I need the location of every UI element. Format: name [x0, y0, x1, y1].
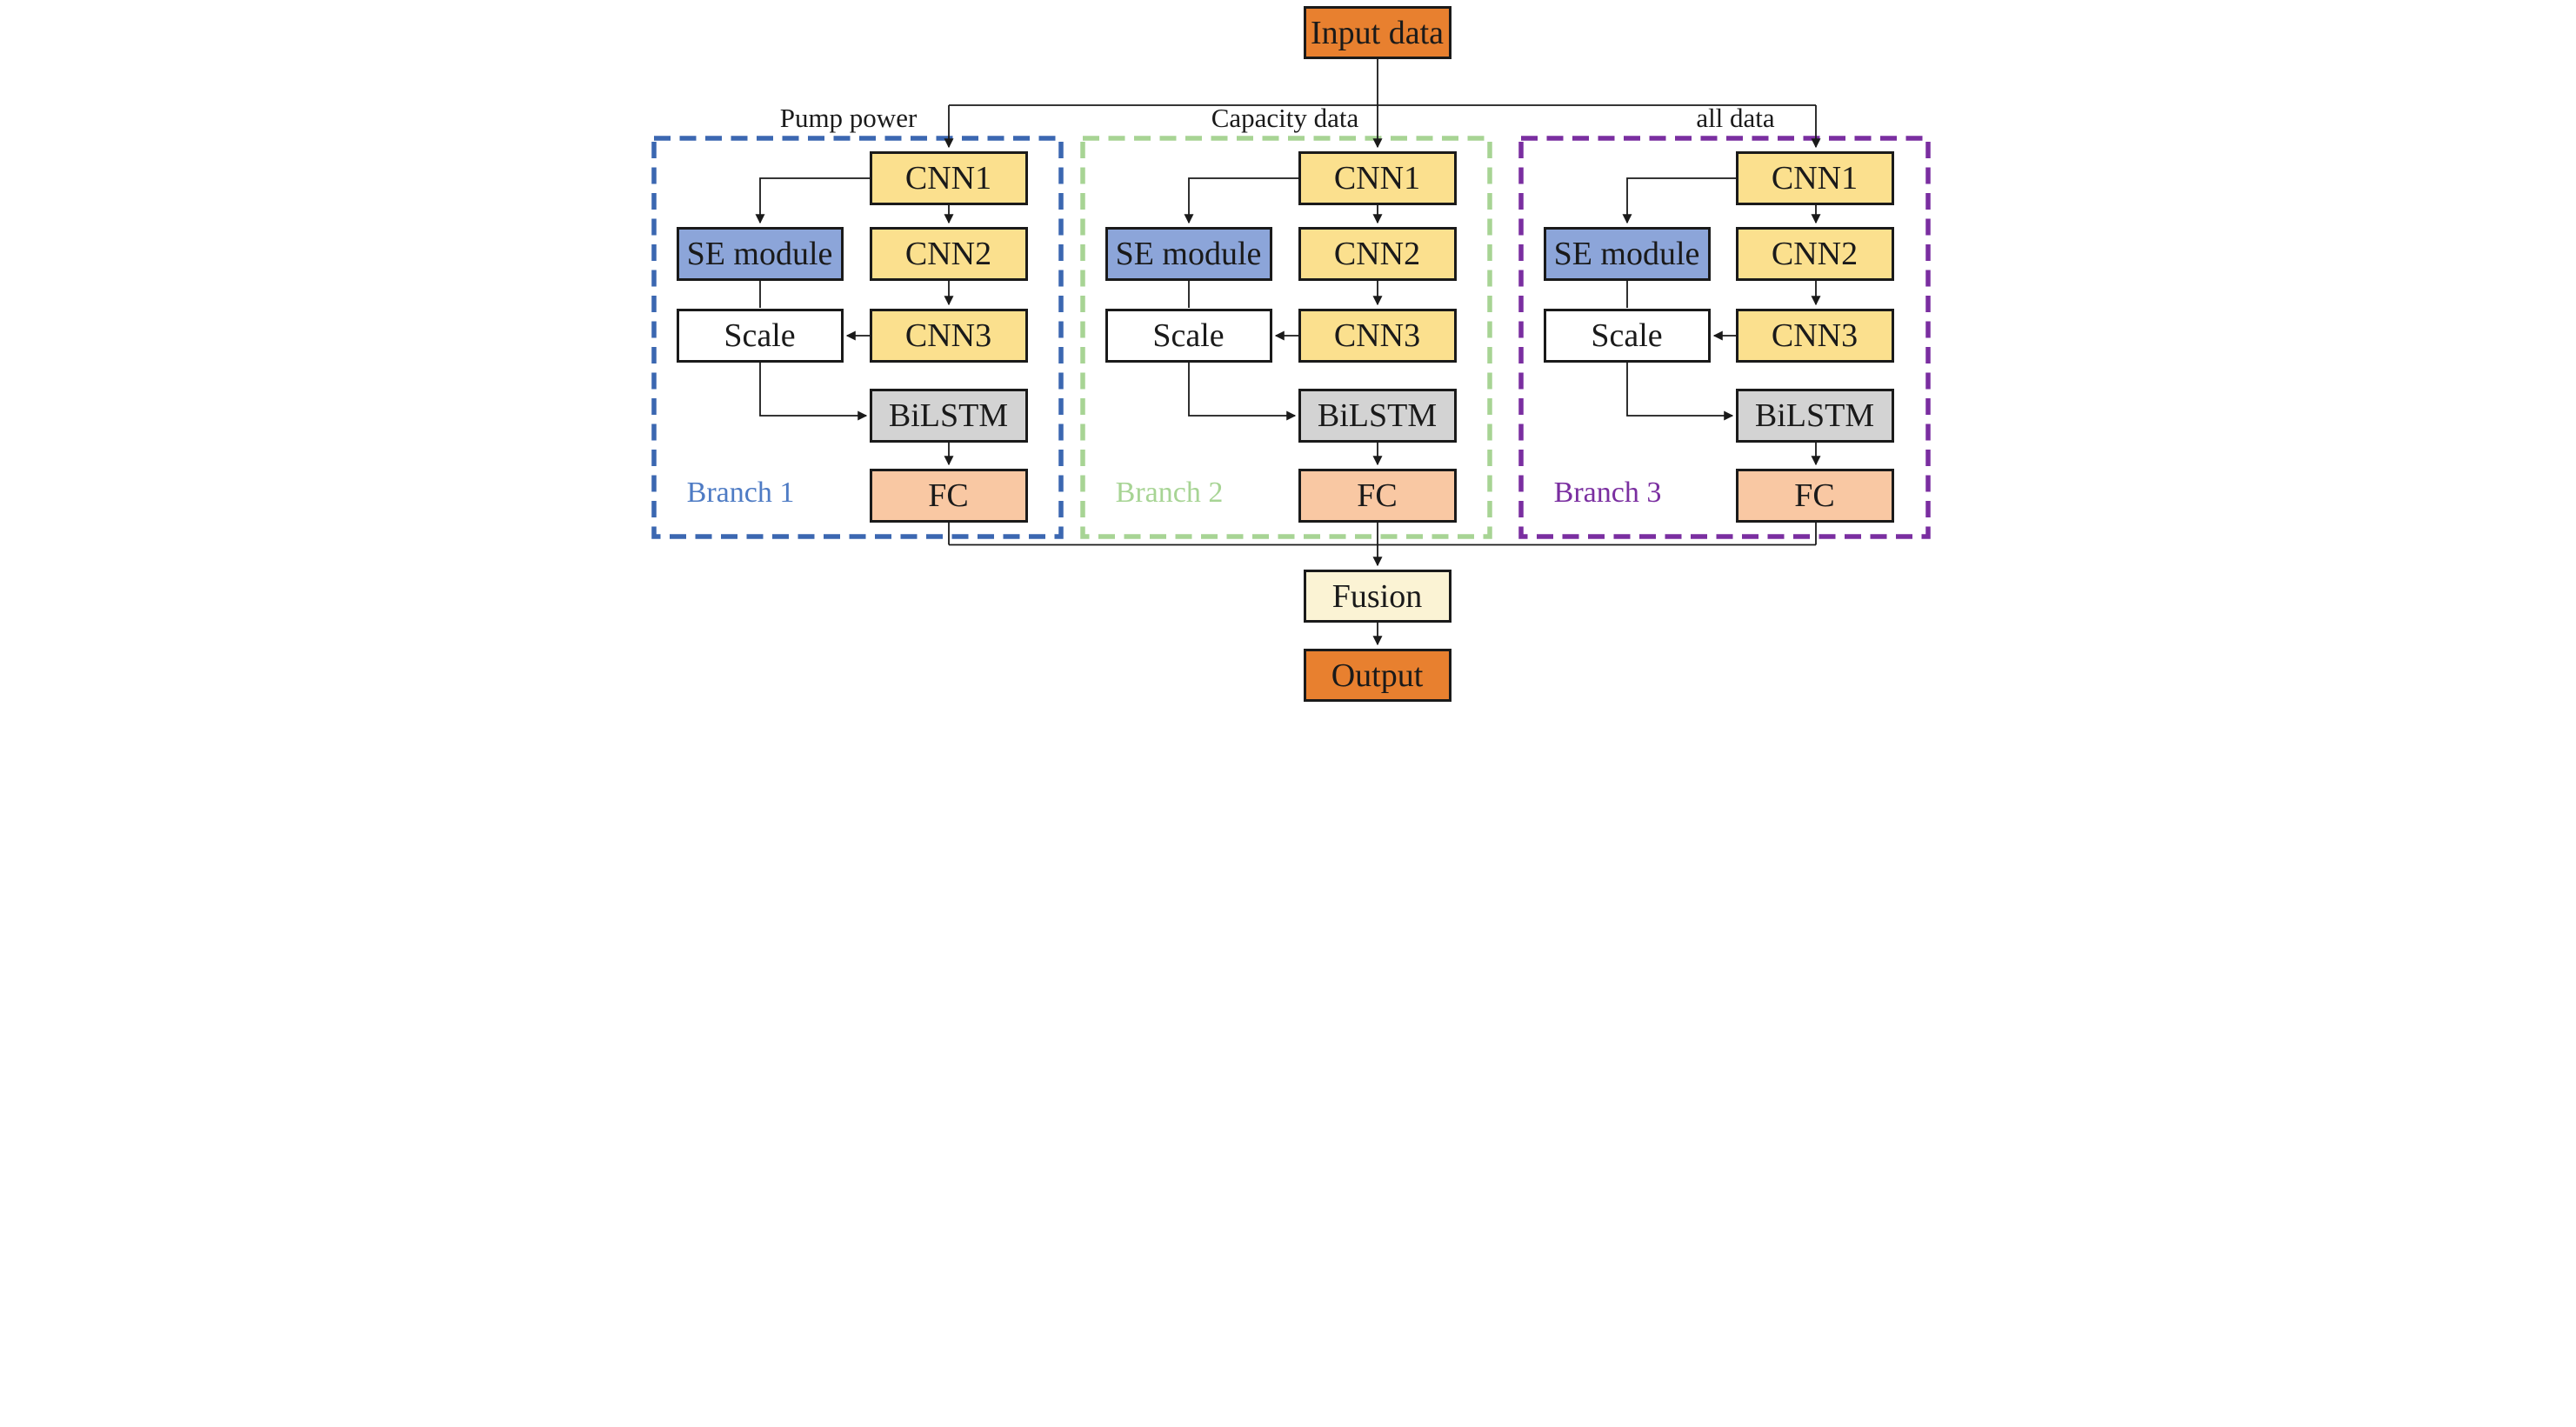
branch-3-source-label: all data: [1696, 103, 1775, 133]
branch2-cnn1-se-arrow: [1184, 177, 1298, 224]
branch3-scale-bilstm-arrow: [1625, 363, 1733, 421]
branch-1-cnn1-node: CNN1: [869, 151, 1028, 205]
branch-3-cnn1-node: CNN1: [1735, 151, 1894, 205]
branch-1-label: Branch 1: [686, 477, 795, 509]
branch-2-fc-node: FC: [1298, 469, 1457, 523]
branch-2-cnn2-node: CNN2: [1298, 227, 1457, 281]
branch-3-scale-node: Scale: [1543, 309, 1711, 363]
fusion-node: Fusion: [1303, 570, 1452, 623]
branch-1-fc-node: FC: [869, 469, 1028, 523]
branch-2-label: Branch 2: [1115, 477, 1224, 509]
branch-2-scale-node: Scale: [1104, 309, 1272, 363]
branch-1-source-label: Pump power: [779, 103, 918, 133]
input-data-node: Input data: [1303, 6, 1452, 59]
branch2-scale-bilstm-arrow: [1187, 363, 1296, 421]
branch-1-boundary: [651, 136, 1064, 539]
branch-3-boundary: [1518, 136, 1931, 539]
branch3-cnn1-se-arrow: [1622, 177, 1736, 224]
branch-1-se-module-node: SE module: [676, 227, 844, 281]
branch-3-label: Branch 3: [1553, 477, 1662, 509]
branch-1-bilstm-node: BiLSTM: [869, 389, 1028, 443]
branch-1-cnn3-node: CNN3: [869, 309, 1028, 363]
arrow-connectors: [755, 105, 1820, 646]
plain-connectors: [758, 59, 1817, 546]
branch-2-se-module-node: SE module: [1104, 227, 1272, 281]
branch-2-cnn1-node: CNN1: [1298, 151, 1457, 205]
architecture-diagram: Input data Pump power Capacity data all …: [644, 0, 1932, 713]
branch-2-source-label: Capacity data: [1211, 103, 1359, 133]
branch-1-scale-node: Scale: [676, 309, 844, 363]
branch-2-bilstm-node: BiLSTM: [1298, 389, 1457, 443]
branch-3-se-module-node: SE module: [1543, 227, 1711, 281]
connector-layer: [651, 59, 1931, 646]
branch-1-cnn2-node: CNN2: [869, 227, 1028, 281]
branch-2-boundary: [1079, 136, 1492, 539]
branch-3-bilstm-node: BiLSTM: [1735, 389, 1894, 443]
output-node: Output: [1303, 649, 1452, 702]
branch-3-fc-node: FC: [1735, 469, 1894, 523]
branch-2-cnn3-node: CNN3: [1298, 309, 1457, 363]
branch-3-cnn2-node: CNN2: [1735, 227, 1894, 281]
branch-3-cnn3-node: CNN3: [1735, 309, 1894, 363]
branch1-cnn1-se-arrow: [755, 177, 870, 224]
branch1-scale-bilstm-arrow: [758, 363, 867, 421]
